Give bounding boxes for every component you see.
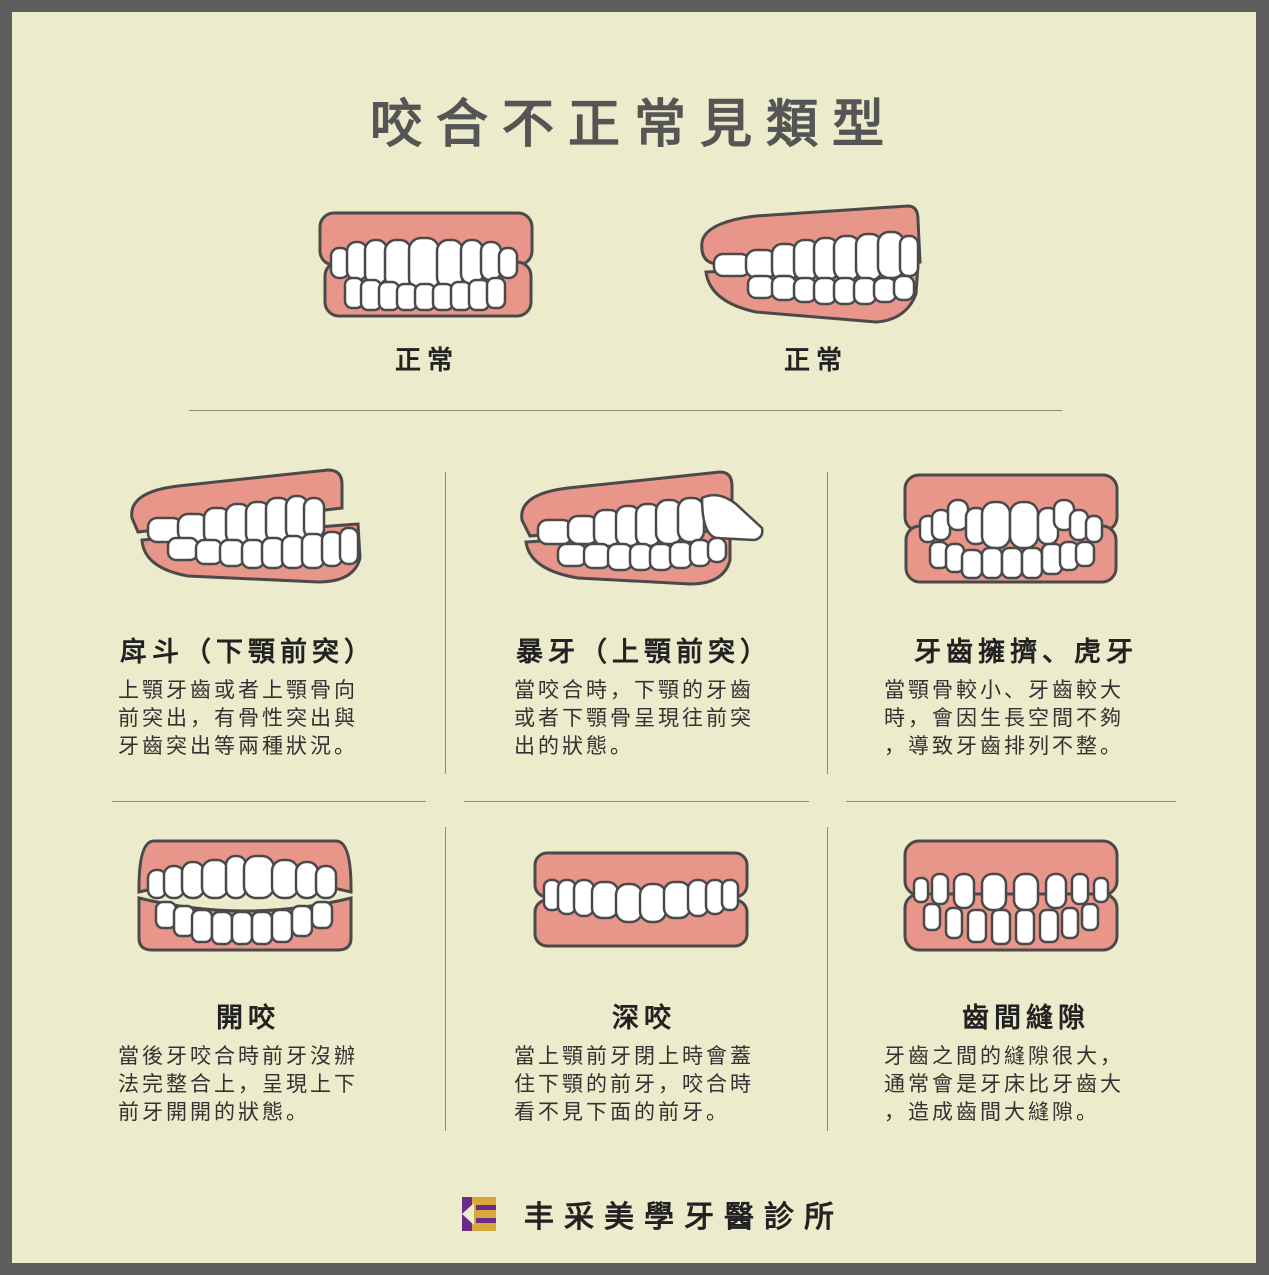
desc-line: 牙齒之間的縫隙很大， <box>884 1044 1124 1068</box>
desc-line: 住下顎的前牙，咬合時 <box>514 1072 754 1096</box>
desc-line: 當顎骨較小、牙齒較大 <box>884 678 1124 702</box>
divider-row-3 <box>846 801 1176 802</box>
clinic-logo-icon <box>462 1197 496 1231</box>
desc-line: 當上顎前牙閉上時會蓋 <box>514 1044 754 1068</box>
divider-v3 <box>445 827 446 1131</box>
divider-v4 <box>827 827 828 1131</box>
desc-line: 前突出，有骨性突出與 <box>118 706 358 730</box>
divider-v1 <box>445 472 446 774</box>
normal-front-teeth-illustration <box>318 211 534 318</box>
crowding-title: 牙齒擁擠、虎牙 <box>914 637 1138 668</box>
deepbite-title: 深咬 <box>612 1003 676 1034</box>
crowded-teeth-illustration <box>903 473 1119 584</box>
desc-line: 牙齒突出等兩種狀況。 <box>118 734 358 758</box>
gap-teeth-illustration <box>903 839 1119 952</box>
desc-line: 時，會因生長空間不夠 <box>884 706 1124 730</box>
divider-v2 <box>827 472 828 774</box>
desc-line: ，造成齒間大縫隙。 <box>884 1100 1100 1124</box>
desc-line: 前牙開開的狀態。 <box>118 1100 310 1124</box>
desc-line: 法完整合上，呈現上下 <box>118 1072 358 1096</box>
gap-title: 齒間縫隙 <box>962 1003 1090 1034</box>
footer: 丰采美學牙醫診所 <box>462 1192 844 1236</box>
deepbite-description: 當上顎前牙閉上時會蓋 住下顎的前牙，咬合時 看不見下面的前牙。 <box>514 1042 814 1126</box>
desc-line: 上顎牙齒或者上顎骨向 <box>118 678 358 702</box>
divider-row-1 <box>112 801 426 802</box>
crowding-description: 當顎骨較小、牙齒較大 時，會因生長空間不夠 ，導致牙齒排列不整。 <box>884 676 1184 760</box>
overbite-title: 暴牙（上顎前突） <box>516 637 772 668</box>
openbite-description: 當後牙咬合時前牙沒辦 法完整合上，呈現上下 前牙開開的狀態。 <box>118 1042 418 1126</box>
desc-line: 當後牙咬合時前牙沒辦 <box>118 1044 358 1068</box>
desc-line: 看不見下面的前牙。 <box>514 1100 730 1124</box>
deep-bite-teeth-illustration <box>533 851 749 948</box>
gap-description: 牙齒之間的縫隙很大， 通常會是牙床比牙齒大 ，造成齒間大縫隙。 <box>884 1042 1184 1126</box>
underbite-teeth-illustration <box>130 468 362 584</box>
desc-line: 當咬合時，下顎的牙齒 <box>514 678 754 702</box>
underbite-title: 戽斗（下顎前突） <box>120 637 376 668</box>
normal-side-teeth-illustration <box>700 204 922 324</box>
normal-front-label: 正常 <box>394 346 459 376</box>
protruding-teeth-illustration <box>520 470 764 586</box>
desc-line: 或者下顎骨呈現往前突 <box>514 706 754 730</box>
page-title: 咬合不正常見類型 <box>369 95 898 155</box>
infographic-panel: 咬合不正常見類型 正常 <box>12 12 1256 1263</box>
normal-side-label: 正常 <box>783 346 848 376</box>
desc-line: 通常會是牙床比牙齒大 <box>884 1072 1124 1096</box>
divider-top <box>189 410 1062 411</box>
clinic-name: 丰采美學牙醫診所 <box>524 1200 844 1235</box>
underbite-description: 上顎牙齒或者上顎骨向 前突出，有骨性突出與 牙齒突出等兩種狀況。 <box>118 676 418 760</box>
overbite-description: 當咬合時，下顎的牙齒 或者下顎骨呈現往前突 出的狀態。 <box>514 676 814 760</box>
desc-line: ，導致牙齒排列不整。 <box>884 734 1124 758</box>
divider-row-2 <box>464 801 809 802</box>
desc-line: 出的狀態。 <box>514 734 634 758</box>
open-bite-teeth-illustration <box>137 839 353 952</box>
openbite-title: 開咬 <box>216 1003 280 1034</box>
